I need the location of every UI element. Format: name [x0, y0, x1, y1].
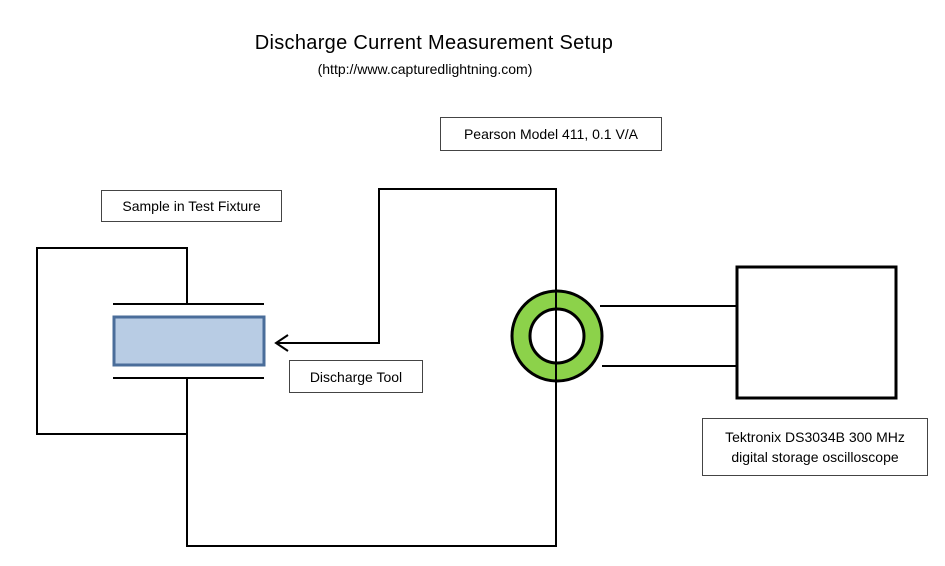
oscilloscope-label-line1: Tektronix DS3034B 300 MHz	[725, 429, 905, 445]
sample	[112, 315, 266, 367]
return-wire	[186, 188, 557, 547]
probe-label: Pearson Model 411, 0.1 V/A	[440, 117, 662, 151]
oscilloscope	[735, 265, 898, 400]
diagram-subtitle: (http://www.capturedlightning.com)	[317, 61, 533, 77]
probe-label-text: Pearson Model 411, 0.1 V/A	[463, 126, 639, 142]
sample-label: Sample in Test Fixture	[101, 190, 282, 222]
fixture-ground-wire	[36, 247, 188, 435]
oscilloscope-label-line2: digital storage oscilloscope	[731, 449, 899, 465]
oscilloscope-label: Tektronix DS3034B 300 MHz digital storag…	[702, 418, 928, 476]
discharge-tool-arrowhead	[274, 334, 289, 352]
discharge-tool-label: Discharge Tool	[289, 360, 423, 393]
diagram-title: Discharge Current Measurement Setup	[254, 32, 614, 54]
sample-label-text: Sample in Test Fixture	[122, 198, 261, 214]
discharge-tool-label-text: Discharge Tool	[309, 368, 403, 385]
